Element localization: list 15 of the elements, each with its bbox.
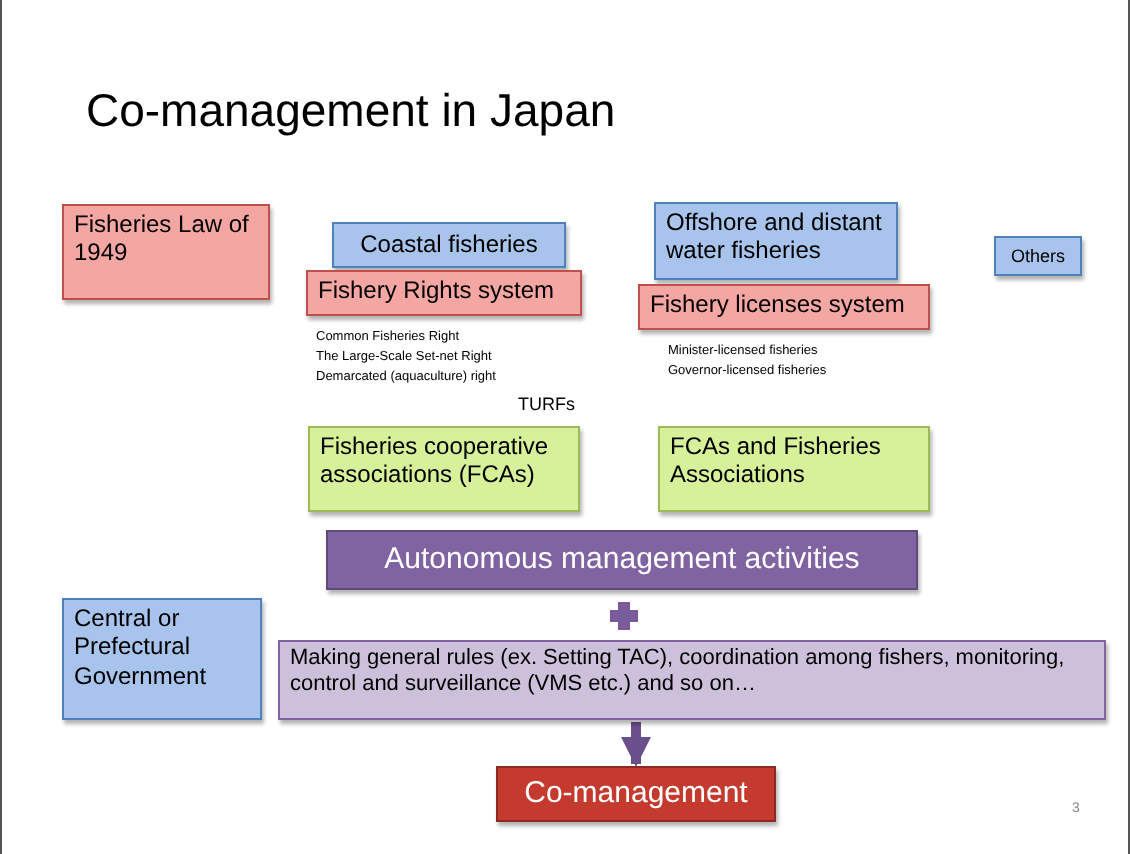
task-box: Making general rules (ex. Setting TAC), coordination among fishers, monitoring, control and surveillance (VMS etc.) and so on… [278,640,1106,720]
sector-box: Central or Prefectural Government [62,598,262,720]
law-box: Fishery licenses system [638,284,930,330]
law-box: Fisheries Law of 1949 [62,204,270,300]
sector-box: Others [994,236,1082,276]
activity-box: Autonomous management activities [326,530,918,590]
result-box: Co-management [496,766,776,822]
note: TURFs [518,394,575,414]
sector-box: Offshore and distant water fisheries [654,202,898,280]
arrow [621,722,651,767]
organization-box: Fisheries cooperative associations (FCAs) [308,426,580,512]
sector-box: Coastal fisheries [332,222,566,268]
slide-title: Co-management in Japan [86,84,616,138]
organization-box: FCAs and Fisheries Associations [658,426,930,512]
law-box: Fishery Rights system [306,270,582,316]
